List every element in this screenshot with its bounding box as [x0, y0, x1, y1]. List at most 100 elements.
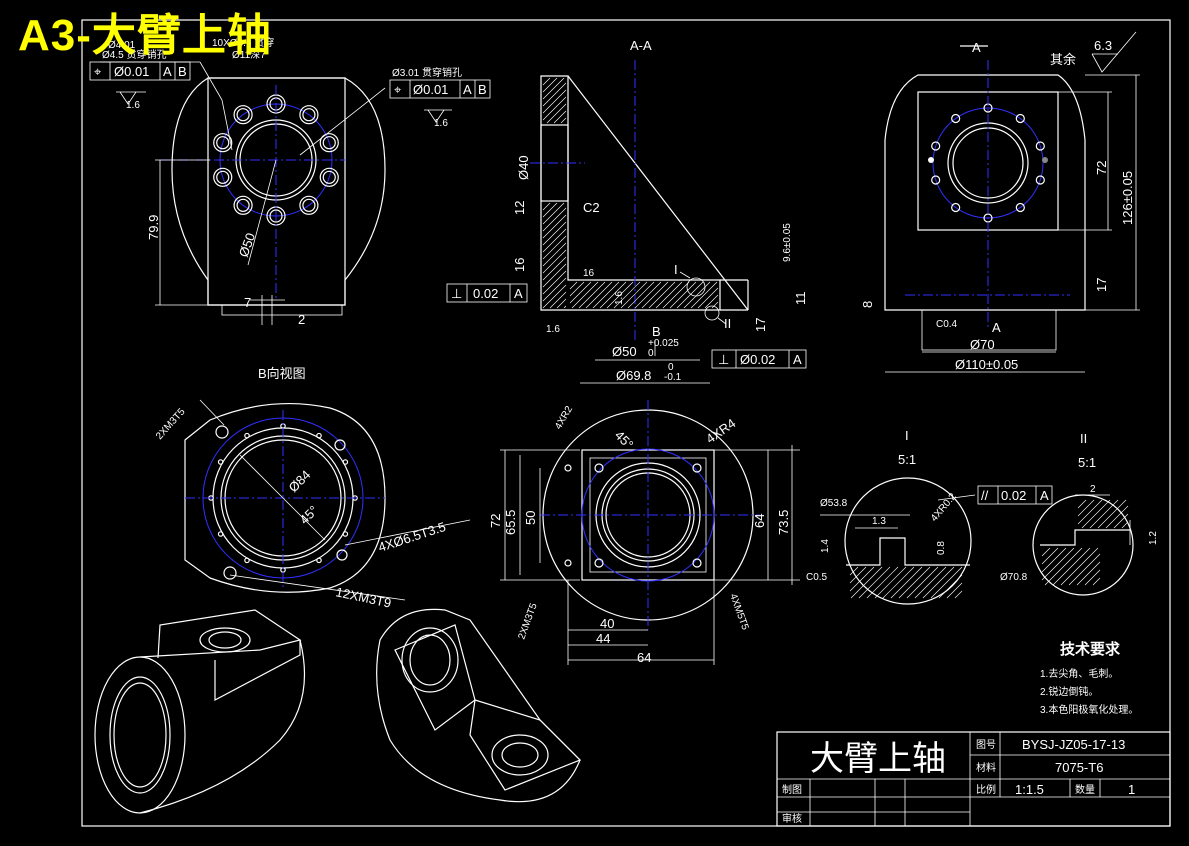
qty: 1 — [1128, 782, 1135, 797]
r16-mark-b: 1.6 — [546, 324, 560, 335]
fcf-perp-left: ⊥ 0.02 A — [446, 283, 528, 303]
f-40: 40 — [600, 616, 614, 631]
hatch-line — [874, 566, 907, 599]
detail-i — [820, 477, 976, 605]
hatch-line — [1060, 547, 1099, 586]
f-73-5: 73.5 — [776, 510, 791, 535]
hatch-line — [898, 566, 931, 599]
fcf-position-left: ⌖ Ø0.01 A B 1.6 — [89, 61, 191, 111]
dim-17b: 17 — [1094, 278, 1109, 292]
hatch-line — [1077, 499, 1103, 525]
detail-ii-scale: 5:1 — [1078, 455, 1096, 470]
svg-text:A: A — [1040, 488, 1049, 503]
bolt-hole — [223, 566, 237, 580]
hatch-line — [938, 574, 963, 599]
bolt-hole — [336, 549, 348, 561]
dim-d50-tol: Ø50 — [612, 344, 637, 359]
svg-text:B: B — [478, 82, 487, 97]
hatch-line — [882, 566, 915, 599]
b-d84: Ø84 — [286, 467, 314, 495]
isometric-view-left — [94, 609, 306, 814]
hatch-line — [1113, 513, 1129, 529]
dim-d110: Ø110±0.05 — [955, 357, 1018, 372]
hatch-line — [542, 284, 567, 309]
bolt-hole — [216, 170, 230, 184]
hatch-line — [690, 281, 718, 309]
hatch-line — [1097, 499, 1127, 529]
svg-text:I: I — [674, 262, 678, 277]
hole-note-right: Ø3.01 贯穿销孔 ⌖ Ø0.01 A B 1.6 — [389, 66, 491, 129]
ii-d70-8: Ø70.8 — [1000, 572, 1028, 583]
svg-text:Ø0.01: Ø0.01 — [413, 82, 448, 97]
hatch-line — [542, 221, 567, 246]
label-drawing-no: 图号 — [976, 739, 996, 751]
hatch-line — [620, 281, 648, 309]
dim-d70: Ø70 — [970, 337, 995, 352]
hatch-line — [930, 566, 963, 599]
hatch-line — [569, 281, 592, 304]
hatch-line — [546, 103, 567, 124]
hatch-line — [542, 242, 567, 267]
svg-text:0.02: 0.02 — [473, 286, 498, 301]
hatch-line — [850, 566, 883, 599]
hatch-line — [1068, 553, 1101, 586]
side-view — [884, 60, 1140, 373]
dim-16: 16 — [512, 258, 527, 272]
bolt-hole — [334, 439, 346, 451]
b-view — [184, 399, 471, 601]
dim-d69-8: Ø69.8 — [616, 368, 651, 383]
bolt-hole-counterbore — [319, 167, 339, 187]
material: 7075-T6 — [1055, 760, 1103, 775]
i-d53-8: Ø53.8 — [820, 498, 848, 509]
hatch-line — [1084, 569, 1101, 586]
i-1-3: 1.3 — [872, 516, 886, 527]
bolt-hole-counterbore — [319, 133, 339, 153]
detail-i-label: I — [905, 428, 909, 443]
hatch-line — [560, 117, 567, 124]
hatch-line — [542, 82, 567, 107]
hatch-line — [542, 202, 565, 225]
dim-11: 11 — [793, 292, 808, 306]
hatch-line — [542, 77, 551, 86]
fcf-parallel: // 0.02 A — [977, 485, 1053, 505]
bolt-hole — [236, 198, 250, 212]
svg-text:⌖: ⌖ — [94, 64, 102, 79]
hatch-line — [1052, 547, 1091, 586]
hatch-line — [697, 287, 719, 309]
dim-c2: C2 — [583, 200, 600, 215]
hatch-line — [849, 566, 875, 592]
hatch-line — [1092, 577, 1101, 586]
hatch-line — [1077, 499, 1087, 509]
hatch-line — [946, 582, 963, 599]
bolt-hole — [1015, 202, 1025, 213]
hatch-line — [648, 281, 676, 309]
f-50: 50 — [523, 511, 538, 525]
hatch-line — [866, 566, 899, 599]
svg-text:B: B — [178, 64, 187, 79]
bolt-hole — [342, 459, 349, 465]
bolt-hole-counterbore — [233, 195, 253, 215]
svg-text:1.6: 1.6 — [126, 100, 140, 111]
section-aa-view: I II — [530, 60, 749, 340]
fcf-perp-bottom: ⊥ Ø0.02 A — [711, 349, 807, 369]
hatch-line — [655, 281, 683, 309]
hatch-line — [563, 305, 567, 309]
hatch-line — [542, 89, 567, 114]
i-0-8: 0.8 — [936, 541, 947, 555]
bolt-hole — [931, 175, 941, 185]
tech-item-1: 1.去尖角、毛刺。 — [1040, 667, 1118, 680]
ii-1-2: 1.2 — [1148, 531, 1159, 545]
hatch-line — [676, 281, 704, 309]
bolt-holes — [213, 94, 339, 226]
dim-126: 126±0.05 — [1120, 171, 1135, 225]
tech-item-2: 2.锐边倒钝。 — [1040, 685, 1098, 698]
hatch-line — [627, 281, 655, 309]
hatch-line — [858, 566, 891, 599]
roughness-value: 6.3 — [1094, 38, 1112, 53]
f-44: 44 — [596, 631, 610, 646]
hatch-line — [914, 566, 947, 599]
hatch-line — [542, 96, 567, 121]
scale: 1:1.5 — [1015, 782, 1044, 797]
detail-ii-label: II — [1080, 431, 1087, 446]
bolt-hole — [316, 557, 322, 564]
